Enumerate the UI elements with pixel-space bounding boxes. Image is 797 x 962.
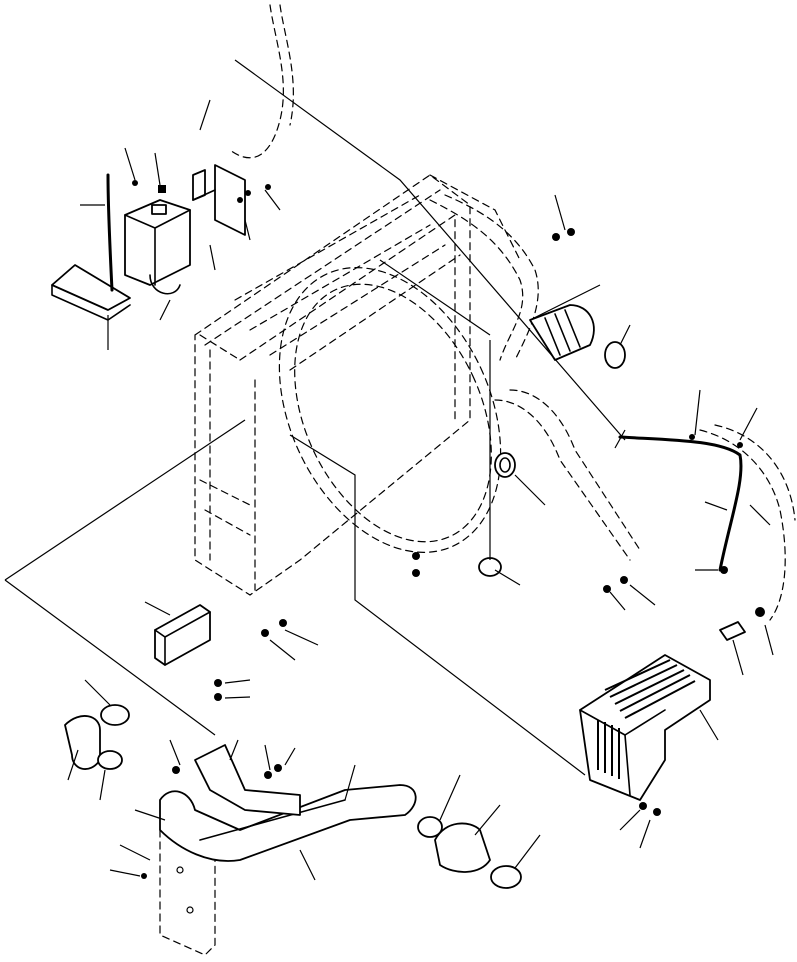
reference-lines bbox=[4, 59, 626, 776]
drain-valve bbox=[719, 607, 765, 641]
lower-left-fasteners bbox=[141, 619, 287, 879]
upper-hose-assembly bbox=[229, 4, 796, 621]
upper-radiator-hose bbox=[529, 304, 626, 369]
small-fastener-pairs bbox=[412, 228, 764, 616]
reservoir-cap bbox=[158, 185, 166, 193]
hose-clamp-middle bbox=[494, 452, 516, 478]
intake-clamp-1 bbox=[100, 704, 130, 726]
outlet-clamp-2 bbox=[490, 865, 522, 889]
reservoir-mount-plate bbox=[192, 164, 246, 236]
reservoir-clamp bbox=[132, 180, 138, 186]
hose-clamp-upper bbox=[604, 341, 626, 369]
fan-shroud bbox=[278, 267, 502, 553]
coolant-reservoir-tank bbox=[124, 199, 191, 295]
air-intake-hose bbox=[64, 704, 130, 770]
radiator-guard-grille bbox=[579, 654, 711, 816]
reservoir-bracket bbox=[51, 264, 131, 321]
hose-clamp-lower bbox=[478, 557, 502, 577]
callout-leaders bbox=[67, 99, 774, 881]
intake-clamp-2 bbox=[97, 750, 123, 770]
reservoir-hardware bbox=[132, 180, 271, 203]
control-module-box bbox=[154, 604, 211, 666]
radiator-frame-assembly bbox=[194, 174, 521, 596]
outlet-hose bbox=[417, 816, 522, 889]
vent-tube bbox=[618, 434, 743, 572]
intake-pipe bbox=[159, 784, 417, 862]
pipe-mount-bracket bbox=[194, 744, 301, 816]
outlet-clamp-1 bbox=[417, 816, 443, 838]
guard-fins bbox=[597, 659, 696, 779]
overflow-tube bbox=[106, 173, 114, 292]
pipe-support-plate bbox=[159, 829, 216, 956]
